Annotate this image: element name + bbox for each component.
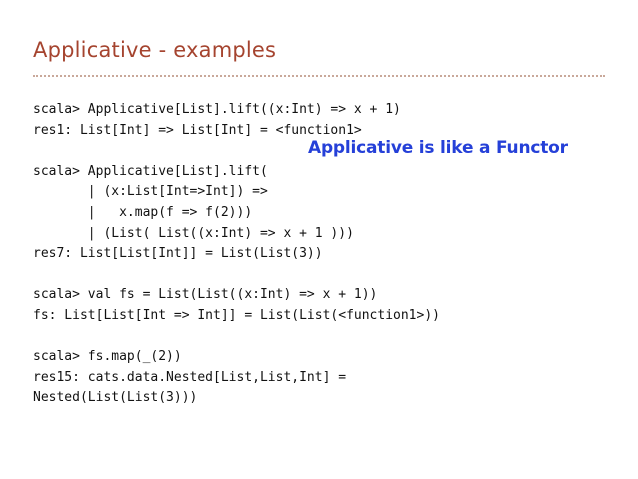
code-line: fs: List[List[Int => Int]] = List(List(<… bbox=[33, 307, 440, 323]
code-line: | (List( List((x:Int) => x + 1 ))) bbox=[33, 225, 354, 241]
code-line: res7: List[List[Int]] = List(List(3)) bbox=[33, 246, 323, 262]
code-line: res15: cats.data.Nested[List,List,Int] = bbox=[33, 369, 347, 385]
code-line: res1: List[Int] => List[Int] = <function… bbox=[33, 122, 362, 138]
code-line: scala> Applicative[List].lift( bbox=[33, 163, 268, 179]
code-line bbox=[33, 265, 440, 286]
code-line: scala> Applicative[List].lift((x:Int) =>… bbox=[33, 102, 401, 117]
slide-title: Applicative - examples bbox=[33, 38, 277, 62]
code-line: Nested(List(List(3))) bbox=[33, 390, 198, 406]
callout-annotation: Applicative is like a Functor bbox=[308, 138, 568, 158]
code-line: scala> fs.map(_(2)) bbox=[33, 349, 182, 365]
code-line bbox=[33, 327, 440, 348]
code-line: scala> val fs = List(List((x:Int) => x +… bbox=[33, 287, 378, 303]
title-divider bbox=[33, 75, 605, 77]
code-block: scala> Applicative[List].lift((x:Int) =>… bbox=[33, 100, 440, 409]
code-line: | x.map(f => f(2))) bbox=[33, 204, 253, 220]
code-line: | (x:List[Int=>Int]) => bbox=[33, 184, 268, 200]
